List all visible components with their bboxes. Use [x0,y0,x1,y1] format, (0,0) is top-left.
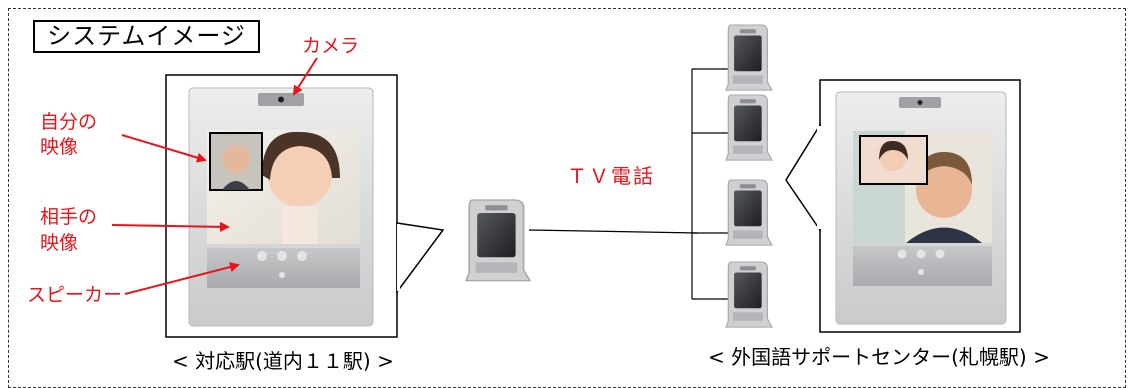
camera-label: カメラ [302,35,360,57]
tv-phone-label: ＴＶ電話 [567,164,655,188]
right-center-group [785,79,1021,333]
other-view-arrow [111,221,230,232]
camera-arrow [292,57,318,96]
annotation-arrows [111,57,318,295]
operator-face [268,143,332,207]
center-terminal [465,199,531,282]
tv-phone-connection-line [528,229,699,234]
self-view-arrow [121,134,207,163]
speaker-arrow [124,262,240,295]
remote-terminal-1 [725,24,773,91]
right-callout-tail [785,122,821,233]
other-view-label-line2: 映像 [40,232,79,254]
agent-face [916,162,972,218]
remote-terminal-2 [725,94,773,161]
left-camera-lens [278,96,284,103]
diagram-title: システムイメージ [33,20,260,53]
self-view-label-line2: 映像 [40,136,79,158]
left-station-caption: < 対応駅(道内１１駅) > [172,349,394,373]
branch-lines [691,68,728,300]
other-view-label-line1: 相手の [40,206,98,228]
remote-terminal-4 [725,261,773,328]
self-view-label-line1: 自分の [40,111,98,133]
right-center-caption: < 外国語サポートセンター(札幌駅) > [708,345,1050,369]
left-station-group [165,74,445,338]
left-callout-tail [396,222,445,295]
speaker-label: スピーカー [27,284,123,306]
remote-terminal-3 [725,179,773,246]
